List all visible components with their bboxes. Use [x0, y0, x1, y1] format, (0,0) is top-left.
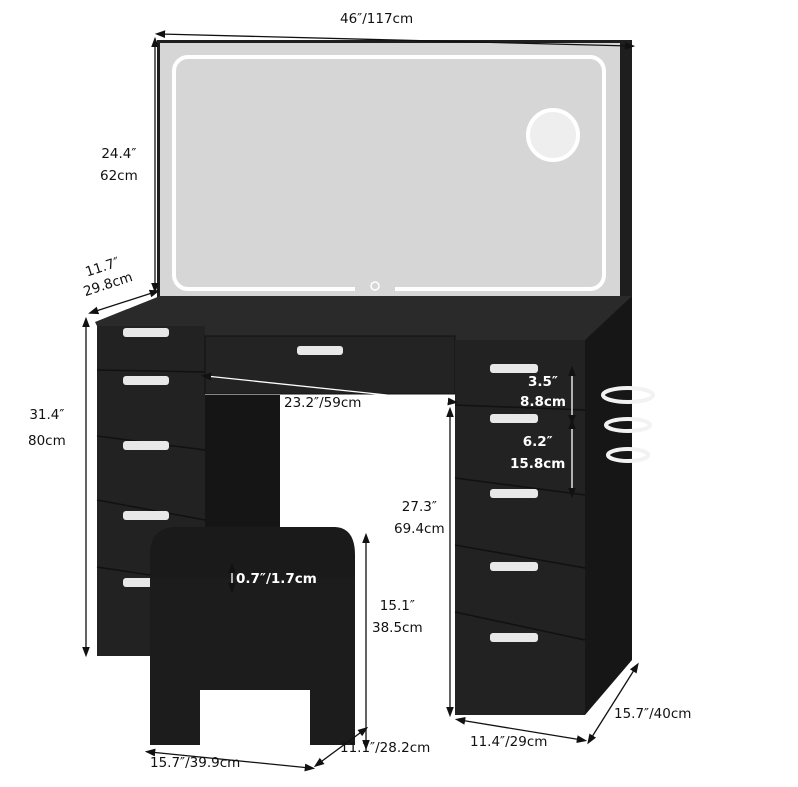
- stool-width-label: 15.7″/39.9cm: [150, 755, 241, 771]
- hair-dryer-holder: [601, 386, 655, 463]
- cushion-thickness-label: 0.7″/1.7cm: [236, 571, 317, 587]
- inch: 3.5″: [528, 374, 558, 390]
- inch: 6.2″: [522, 434, 553, 450]
- inch: 15.1″: [379, 598, 415, 614]
- knee-height-label: 27.3″ 69.4cm: [394, 496, 445, 540]
- desk-top: [95, 296, 632, 340]
- magnifier-mirror: [526, 108, 580, 162]
- cm: 8.8cm: [520, 394, 566, 410]
- cm: 38.5cm: [372, 620, 423, 636]
- cm: 15.8cm: [510, 456, 566, 472]
- cm: 80cm: [28, 433, 66, 449]
- drawer-handles: [123, 328, 538, 642]
- stool-body: [150, 578, 355, 668]
- cabinet-width-label: 11.4″/29cm: [470, 734, 548, 750]
- touch-button-icon: [370, 281, 380, 291]
- cm: 62cm: [100, 168, 138, 184]
- mirror-height-label: 24.4″ 62cm: [100, 143, 138, 187]
- center-drawer[interactable]: [204, 335, 456, 395]
- mirror-glass: [160, 43, 620, 300]
- stool-height-label: 15.1″ 38.5cm: [372, 595, 423, 639]
- inch: 31.4″: [29, 407, 65, 423]
- stool-depth-label: 11.1″/28.2cm: [340, 740, 431, 756]
- right-pedestal: [455, 340, 585, 715]
- cm: 69.4cm: [394, 521, 445, 537]
- cabinet-depth-label: 15.7″/40cm: [614, 706, 692, 722]
- small-drawer-label: 3.5″ 8.8cm: [520, 372, 566, 412]
- inch: 24.4″: [101, 146, 137, 162]
- knee-width-label: 23.2″/59cm: [284, 395, 362, 411]
- desk-height-label: 31.4″ 80cm: [28, 402, 66, 454]
- medium-drawer-label: 6.2″ 15.8cm: [510, 431, 565, 475]
- inch: 27.3″: [401, 499, 437, 515]
- total-width-label: 46″/117cm: [340, 11, 414, 27]
- stool-cushion: [150, 527, 355, 580]
